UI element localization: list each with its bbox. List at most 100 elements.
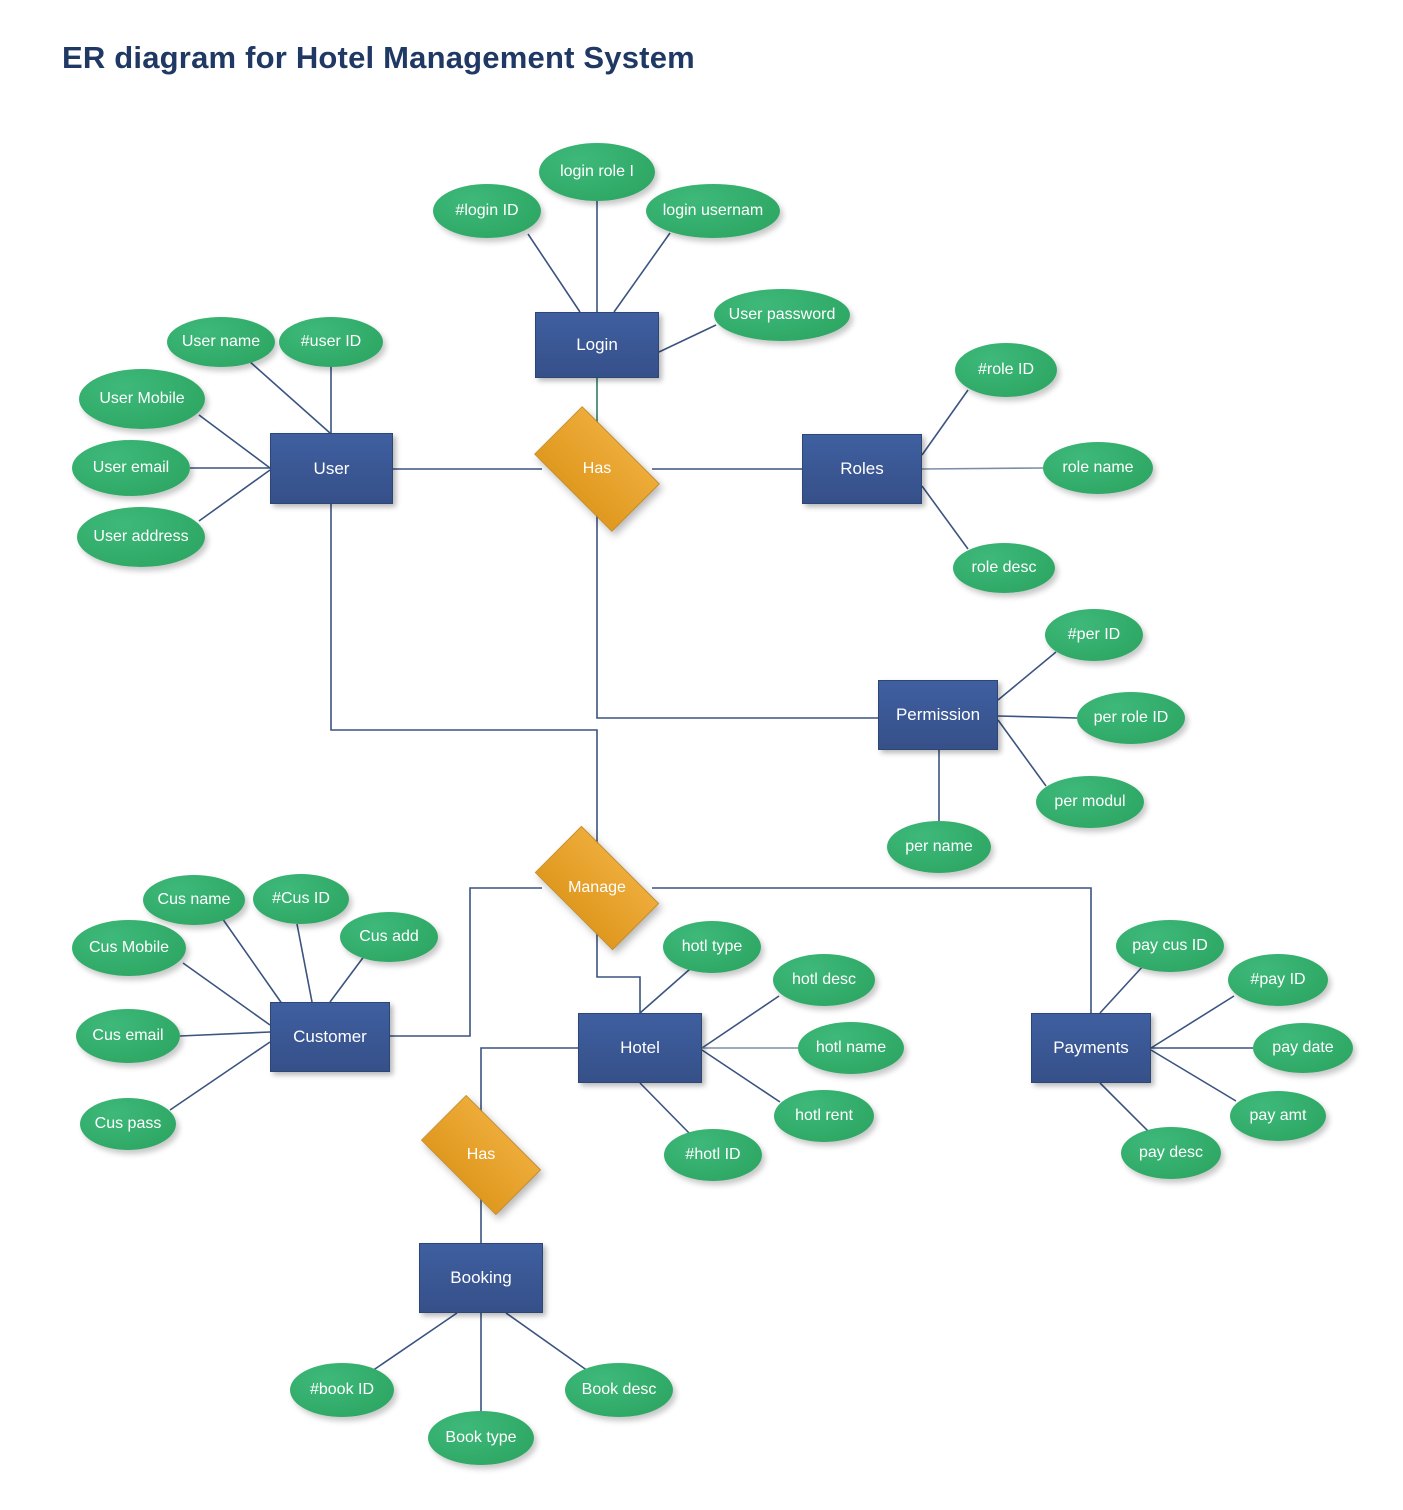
attribute-cus-pass[interactable]: Cus pass — [80, 1098, 176, 1150]
entity-roles[interactable]: Roles — [802, 434, 922, 504]
attribute-pay-id[interactable]: #pay ID — [1228, 954, 1328, 1006]
edge-pay-cus-id — [1099, 964, 1145, 1014]
attribute-label: hotl rent — [795, 1106, 853, 1124]
attribute-user-email[interactable]: User email — [72, 440, 190, 496]
edge-cus-mobile — [182, 962, 271, 1026]
attribute-label: role name — [1062, 458, 1134, 476]
attribute-book-type[interactable]: Book type — [428, 1411, 534, 1465]
attribute-hotl-name[interactable]: hotl name — [798, 1022, 904, 1074]
attribute-role-desc[interactable]: role desc — [953, 543, 1055, 593]
attribute-per-role-id[interactable]: per role ID — [1077, 692, 1185, 744]
relationship-has-user-roles[interactable]: Has — [534, 406, 660, 532]
attribute-label: User email — [92, 458, 170, 476]
relationship-has-user-roles-label: Has — [582, 460, 612, 477]
attribute-hotl-desc[interactable]: hotl desc — [773, 954, 875, 1006]
attribute-label: pay amt — [1249, 1106, 1307, 1124]
attribute-label: role desc — [971, 558, 1037, 576]
edge-role-id — [921, 389, 969, 456]
attribute-hotl-rent[interactable]: hotl rent — [774, 1090, 874, 1142]
entity-roles-label: Roles — [840, 459, 884, 478]
attribute-login-role-id[interactable]: login role I — [539, 143, 655, 201]
entity-hotel[interactable]: Hotel — [578, 1013, 702, 1083]
edge-user-manage — [330, 504, 598, 855]
attribute-cus-mobile[interactable]: Cus Mobile — [72, 920, 186, 976]
edge-cus-add — [329, 954, 366, 1003]
attribute-label: hotl type — [681, 937, 743, 955]
edge-manage-payments — [652, 887, 1092, 1013]
attribute-per-name[interactable]: per name — [887, 821, 991, 873]
attribute-user-name[interactable]: User name — [167, 317, 275, 367]
attribute-label: pay cus ID — [1132, 936, 1208, 954]
edge-role-name — [921, 467, 1044, 470]
attribute-pay-cus-id[interactable]: pay cus ID — [1116, 920, 1224, 972]
edge-cus-pass — [169, 1041, 271, 1111]
attribute-label: login role I — [560, 162, 634, 180]
attribute-label: login usernam — [662, 201, 764, 219]
entity-customer[interactable]: Customer — [270, 1002, 390, 1072]
edge-pay-desc — [1099, 1082, 1151, 1134]
attribute-user-id[interactable]: #user ID — [279, 317, 383, 367]
attribute-pay-date[interactable]: pay date — [1253, 1023, 1353, 1073]
attribute-label: User Mobile — [99, 389, 185, 407]
attribute-per-modul[interactable]: per modul — [1036, 776, 1144, 828]
attribute-label: Cus Mobile — [88, 938, 170, 956]
edge-per-role-id — [997, 715, 1078, 719]
attribute-label: #per ID — [1067, 625, 1121, 643]
attribute-cus-name[interactable]: Cus name — [143, 875, 245, 925]
entity-login[interactable]: Login — [535, 312, 659, 378]
attribute-role-name[interactable]: role name — [1043, 442, 1153, 494]
entity-payments[interactable]: Payments — [1031, 1013, 1151, 1083]
attribute-hotl-id[interactable]: #hotl ID — [664, 1129, 762, 1181]
attribute-label: Cus email — [92, 1026, 164, 1044]
edge-has-permission — [596, 503, 878, 719]
attribute-user-mobile[interactable]: User Mobile — [79, 369, 205, 429]
relationship-has-hotel-booking-label: Has — [466, 1146, 496, 1163]
edge-hotel-has — [480, 1047, 578, 1123]
edge-hotl-id — [639, 1082, 693, 1137]
entity-payments-label: Payments — [1053, 1038, 1129, 1057]
edge-role-desc — [921, 485, 969, 550]
edge-hotl-rent — [701, 1049, 781, 1103]
attribute-label: Book type — [445, 1428, 517, 1446]
attribute-login-username[interactable]: login usernam — [646, 184, 780, 238]
edge-user-password — [658, 324, 717, 353]
attribute-label: User name — [181, 332, 261, 350]
attribute-label: Cus name — [157, 890, 231, 908]
attribute-label: #book ID — [309, 1380, 375, 1398]
attribute-login-id[interactable]: #login ID — [433, 184, 541, 238]
entity-permission-label: Permission — [895, 705, 981, 724]
attribute-user-password[interactable]: User password — [714, 289, 850, 341]
attribute-label: User address — [93, 527, 189, 545]
attribute-user-address[interactable]: User address — [77, 507, 205, 567]
attribute-label: #role ID — [977, 360, 1035, 378]
attribute-pay-desc[interactable]: pay desc — [1121, 1127, 1221, 1179]
attribute-cus-id[interactable]: #Cus ID — [253, 874, 349, 924]
attribute-hotl-type[interactable]: hotl type — [663, 921, 761, 973]
page-title: ER diagram for Hotel Management System — [62, 40, 695, 75]
attribute-cus-email[interactable]: Cus email — [76, 1009, 180, 1063]
edge-hotl-desc — [701, 995, 780, 1049]
attribute-book-desc[interactable]: Book desc — [565, 1363, 673, 1417]
entity-booking-label: Booking — [450, 1268, 512, 1287]
attribute-label: hotl name — [815, 1038, 887, 1056]
attribute-label: Book desc — [581, 1380, 657, 1398]
entity-booking[interactable]: Booking — [419, 1243, 543, 1313]
relationship-manage[interactable]: Manage — [534, 825, 660, 951]
edge-manage-customer — [390, 887, 542, 1037]
edge-user-name — [248, 360, 331, 434]
attribute-role-id[interactable]: #role ID — [955, 343, 1057, 397]
entity-permission[interactable]: Permission — [878, 680, 998, 750]
edge-book-id — [371, 1312, 458, 1372]
attribute-cus-add[interactable]: Cus add — [340, 912, 438, 962]
entity-user[interactable]: User — [270, 433, 393, 504]
attribute-per-id[interactable]: #per ID — [1045, 609, 1143, 661]
edge-book-desc — [505, 1312, 589, 1372]
attribute-label: #login ID — [455, 201, 519, 219]
attribute-book-id[interactable]: #book ID — [290, 1363, 394, 1417]
edge-manage-hotel — [596, 921, 641, 1013]
attribute-label: hotl desc — [791, 970, 857, 988]
relationship-has-hotel-booking[interactable]: Has — [420, 1094, 542, 1216]
attribute-label: pay desc — [1138, 1143, 1204, 1161]
attribute-pay-amt[interactable]: pay amt — [1230, 1091, 1326, 1141]
entity-user-label: User — [313, 458, 350, 478]
